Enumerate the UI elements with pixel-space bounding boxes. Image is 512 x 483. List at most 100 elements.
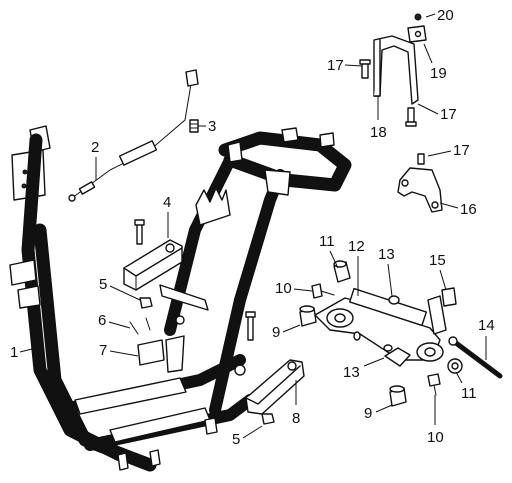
callout-label: 2 xyxy=(91,139,99,156)
callout-leader xyxy=(108,321,131,329)
callout-label: 4 xyxy=(163,194,171,211)
callout-label: 9 xyxy=(364,405,372,422)
callout-c1: 1 xyxy=(10,344,41,361)
callout-label: 15 xyxy=(429,252,446,269)
bumper-9b xyxy=(389,385,407,407)
callout-c14: 14 xyxy=(478,317,495,360)
callout-c4: 4 xyxy=(163,194,171,238)
callout-c10a: 10 xyxy=(275,280,313,297)
callout-c2: 2 xyxy=(91,139,99,180)
callout-leader xyxy=(417,103,439,115)
callout-leader xyxy=(455,371,463,384)
callout-label: 10 xyxy=(427,429,444,446)
callout-label: 11 xyxy=(461,385,477,402)
callout-leader xyxy=(387,263,393,297)
callout-leader xyxy=(439,202,459,209)
washer-13a xyxy=(388,295,400,305)
footrest-left xyxy=(123,219,183,291)
callout-label: 8 xyxy=(292,410,300,427)
main-frame xyxy=(9,125,352,472)
callout-label: 9 xyxy=(272,324,280,341)
callout-label: 11 xyxy=(319,233,335,250)
screw-17a xyxy=(417,153,425,165)
callout-c15: 15 xyxy=(429,252,447,291)
callout-c7: 7 xyxy=(99,342,139,359)
callout-leader xyxy=(427,150,452,157)
screw-17c xyxy=(405,107,417,127)
callout-label: 13 xyxy=(343,364,360,381)
bolt-10a xyxy=(311,283,335,299)
callout-leader xyxy=(423,43,433,64)
block-15 xyxy=(441,287,457,307)
callout-leader xyxy=(293,288,313,292)
callout-label: 19 xyxy=(430,65,447,82)
axle-bolt-14 xyxy=(448,336,503,379)
engine-hanger-12 xyxy=(314,287,447,367)
callout-c19: 19 xyxy=(423,43,447,82)
callout-c11b: 11 xyxy=(455,371,477,402)
callout-c9b: 9 xyxy=(364,404,393,422)
callout-leader xyxy=(439,269,447,291)
bolt-3 xyxy=(189,119,199,133)
callout-c16: 16 xyxy=(439,201,477,218)
callout-label: 14 xyxy=(478,317,495,334)
callout-leader xyxy=(19,346,41,353)
callout-label: 17 xyxy=(327,57,344,74)
u-bracket-18 xyxy=(373,35,419,105)
callout-label: 18 xyxy=(370,124,387,141)
callout-c12: 12 xyxy=(348,238,365,296)
callout-c9a: 9 xyxy=(272,324,301,341)
clip-19 xyxy=(407,25,427,43)
callout-leader xyxy=(425,13,436,18)
callout-c13a: 13 xyxy=(378,246,395,297)
callout-label: 5 xyxy=(232,431,240,448)
callout-leader xyxy=(282,324,301,333)
bumper-9a xyxy=(299,305,317,327)
bushing-11b xyxy=(447,358,463,374)
callout-c6: 6 xyxy=(98,312,131,329)
callout-leader xyxy=(109,350,139,357)
callout-label: 1 xyxy=(10,344,18,361)
callout-c20: 20 xyxy=(425,7,454,24)
bracket-plate-7 xyxy=(137,339,165,366)
callout-c11a: 11 xyxy=(319,233,339,269)
callout-label: 17 xyxy=(440,106,457,123)
callout-label: 17 xyxy=(453,142,470,159)
footrest-right xyxy=(245,311,305,415)
cable xyxy=(68,69,199,202)
callout-c17c: 17 xyxy=(417,103,457,123)
callout-c18: 18 xyxy=(370,96,387,141)
nut-5b xyxy=(261,413,275,425)
callout-leader xyxy=(329,250,339,269)
bolt-10b xyxy=(427,373,441,396)
callout-label: 20 xyxy=(437,7,454,24)
nut-5a xyxy=(139,297,153,309)
bolt-6 xyxy=(129,317,151,335)
callout-c5b: 5 xyxy=(232,425,263,448)
callout-c17a: 17 xyxy=(427,142,470,159)
callout-leader xyxy=(363,357,385,367)
nut-20 xyxy=(414,13,422,21)
callout-c8: 8 xyxy=(292,380,300,427)
screw-17b xyxy=(359,59,371,79)
callout-c5a: 5 xyxy=(99,276,141,301)
bracket-16 xyxy=(397,167,443,213)
callout-c13b: 13 xyxy=(343,357,385,381)
callout-leader xyxy=(375,404,393,413)
callout-c3: 3 xyxy=(198,118,216,135)
callout-leader xyxy=(242,425,263,439)
callout-label: 16 xyxy=(460,201,477,218)
callout-label: 7 xyxy=(99,342,107,359)
callout-label: 3 xyxy=(208,118,216,135)
callout-leader xyxy=(344,64,363,67)
callout-c17b: 17 xyxy=(327,57,363,74)
washer-13b xyxy=(353,331,393,352)
callout-c10b: 10 xyxy=(427,395,444,446)
callout-leader xyxy=(109,285,141,301)
callout-label: 5 xyxy=(99,276,107,293)
callout-label: 12 xyxy=(348,238,365,255)
callout-label: 6 xyxy=(98,312,106,329)
callout-label: 10 xyxy=(275,280,292,297)
